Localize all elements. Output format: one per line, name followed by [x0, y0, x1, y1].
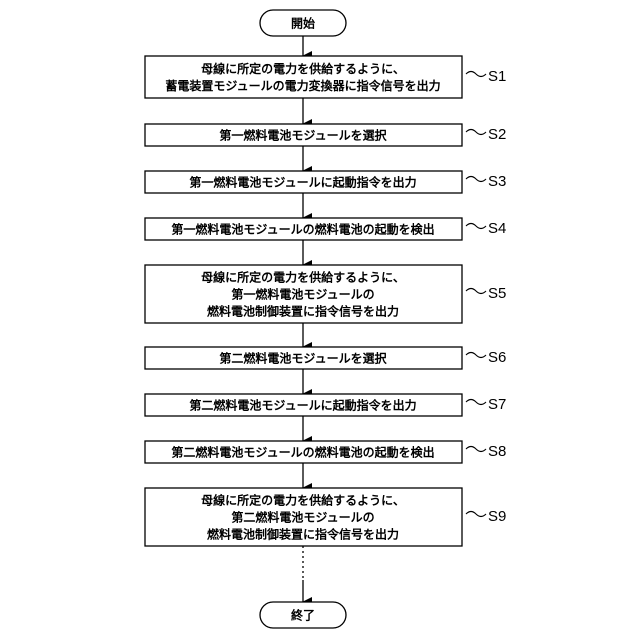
label-leader: [466, 512, 486, 517]
start-label: 開始: [291, 16, 315, 31]
process-step-s7: 第二燃料電池モジュールに起動指令を出力 S7: [145, 394, 506, 416]
step-text-line: 第一燃料電池モジュールに起動指令を出力: [189, 175, 416, 190]
step-text-line: 第二燃料電池モジュールに起動指令を出力: [189, 398, 416, 413]
step-label-s2: S2: [488, 126, 506, 143]
process-step-s2: 第一燃料電池モジュールを選択 S2: [145, 124, 506, 146]
step-text-line: 第一燃料電池モジュールの燃料電池の起動を検出: [171, 222, 434, 237]
process-step-s6: 第二燃料電池モジュールを選択 S6: [145, 347, 506, 369]
label-leader: [466, 400, 486, 405]
label-leader: [466, 72, 486, 77]
end-terminator: 終了: [260, 602, 346, 628]
step-label-s9: S9: [488, 508, 506, 525]
step-label-s8: S8: [488, 443, 506, 460]
label-leader: [466, 289, 486, 294]
step-text-line: 母線に所定の電力を供給するように、: [201, 270, 405, 285]
step-label-s5: S5: [488, 285, 506, 302]
process-step-s8: 第二燃料電池モジュールの燃料電池の起動を検出 S8: [145, 441, 506, 463]
process-step-s1: 母線に所定の電力を供給するように、蓄電装置モジュールの電力変換器に指令信号を出力…: [145, 56, 506, 98]
process-step-s3: 第一燃料電池モジュールに起動指令を出力 S3: [145, 171, 506, 193]
step-text-line: 第一燃料電池モジュールを選択: [219, 128, 387, 143]
step-text-line: 第二燃料電池モジュールを選択: [219, 351, 387, 366]
process-step-s5: 母線に所定の電力を供給するように、第一燃料電池モジュールの燃料電池制御装置に指令…: [145, 265, 506, 323]
label-leader: [466, 447, 486, 452]
label-leader: [466, 353, 486, 358]
end-label: 終了: [291, 608, 315, 623]
label-leader: [466, 130, 486, 135]
step-label-s1: S1: [488, 68, 506, 85]
step-text-line: 蓄電装置モジュールの電力変換器に指令信号を出力: [165, 78, 440, 93]
label-leader: [466, 224, 486, 229]
step-label-s4: S4: [488, 220, 506, 237]
step-text-line: 母線に所定の電力を供給するように、: [201, 493, 405, 508]
step-text-line: 第二燃料電池モジュールの: [231, 510, 374, 525]
step-text-line: 母線に所定の電力を供給するように、: [201, 61, 405, 76]
step-text-line: 第二燃料電池モジュールの燃料電池の起動を検出: [171, 445, 434, 460]
step-text-line: 燃料電池制御装置に指令信号を出力: [207, 527, 399, 542]
step-label-s6: S6: [488, 349, 506, 366]
step-text-line: 第一燃料電池モジュールの: [231, 287, 374, 302]
label-leader: [466, 177, 486, 182]
step-label-s7: S7: [488, 396, 506, 413]
process-step-s4: 第一燃料電池モジュールの燃料電池の起動を検出 S4: [145, 218, 506, 240]
process-step-s9: 母線に所定の電力を供給するように、第二燃料電池モジュールの燃料電池制御装置に指令…: [145, 488, 506, 546]
step-text-line: 燃料電池制御装置に指令信号を出力: [207, 304, 399, 319]
start-terminator: 開始: [260, 10, 346, 36]
step-label-s3: S3: [488, 173, 506, 190]
